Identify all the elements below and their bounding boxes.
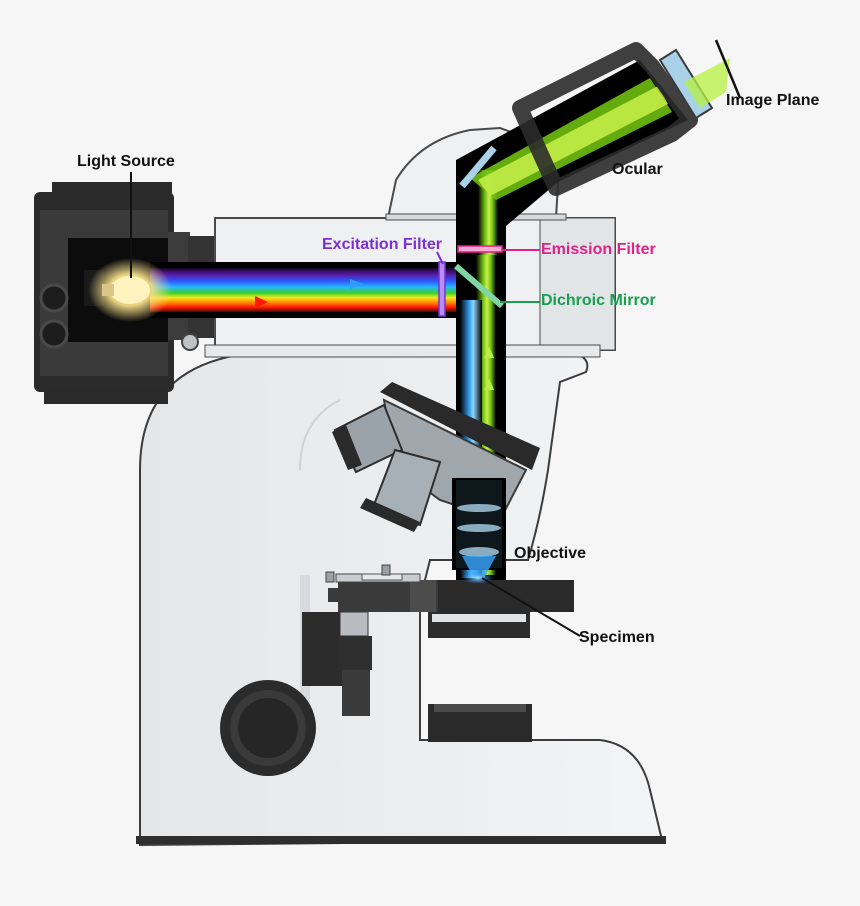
label-dichroic-mirror: Dichroic Mirror [541, 292, 656, 309]
label-emission-filter: Emission Filter [541, 241, 656, 258]
focus-knob [220, 680, 316, 776]
leader-lines [130, 172, 581, 637]
label-specimen: Specimen [579, 629, 655, 646]
label-ocular: Ocular [612, 161, 663, 178]
label-image-plane: Image Plane [726, 92, 820, 109]
label-light-source: Light Source [77, 153, 175, 170]
objective-lens [452, 478, 506, 584]
ocular-tube [456, 39, 742, 226]
microscope-stage [302, 564, 574, 716]
optical-filters [438, 245, 504, 317]
light-bulb [88, 258, 172, 322]
excitation-light-path [150, 262, 470, 318]
label-objective: Objective [514, 545, 587, 562]
label-excitation-filter: Excitation Filter [322, 236, 443, 253]
